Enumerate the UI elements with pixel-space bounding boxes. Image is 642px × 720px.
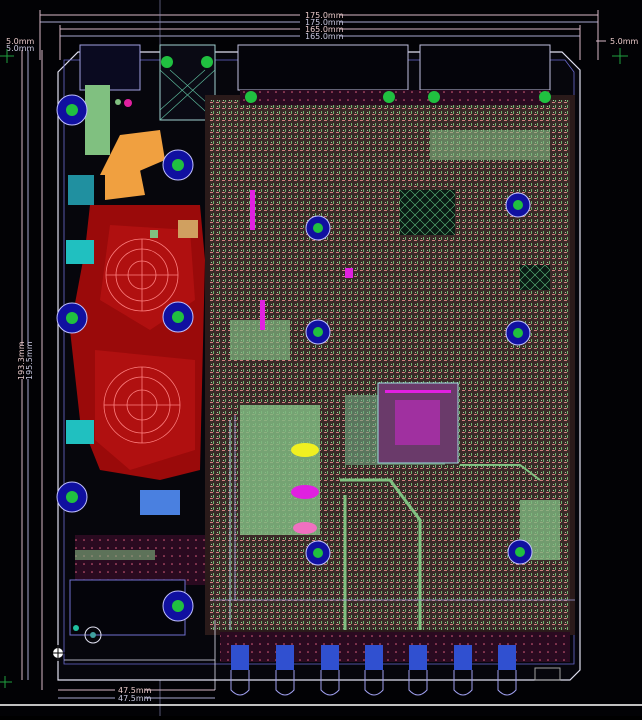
mounting-hole-icon bbox=[162, 149, 194, 181]
bottom-connectors bbox=[220, 632, 570, 696]
connector-icon bbox=[408, 645, 428, 696]
connector-icon bbox=[453, 645, 473, 696]
mounting-holes bbox=[56, 94, 533, 622]
dim-top-1: 175.0mm bbox=[305, 11, 344, 20]
mounting-hole-icon bbox=[56, 481, 88, 513]
connector-icon bbox=[497, 645, 517, 696]
inductor-icon bbox=[103, 238, 181, 444]
connector-icon bbox=[230, 645, 250, 696]
origin-crosshair-icon bbox=[0, 48, 628, 688]
mounting-hole-icon bbox=[505, 192, 531, 218]
dim-left-vertical-2: 195.5mm bbox=[25, 341, 34, 380]
mounting-hole-icon bbox=[162, 590, 194, 622]
dim-bottom-1: 47.5mm bbox=[118, 686, 152, 695]
aux-origin-icon bbox=[50, 645, 66, 661]
bottom-dimensions bbox=[0, 689, 642, 706]
dim-left-vertical-1: 193.3mm bbox=[17, 341, 26, 380]
dim-left-offset-1: 5.0mm bbox=[6, 37, 35, 46]
input-connector bbox=[79, 44, 165, 200]
connector-icon bbox=[320, 645, 340, 696]
mounting-hole-icon bbox=[305, 215, 331, 241]
mounting-hole-icon bbox=[305, 540, 331, 566]
connector-icon bbox=[275, 645, 295, 696]
power-section bbox=[66, 175, 205, 480]
top-connectors bbox=[237, 44, 551, 105]
mounting-hole-icon bbox=[505, 320, 531, 346]
dim-bottom-2: 47.5mm bbox=[118, 694, 152, 703]
mounting-hole-icon bbox=[507, 539, 533, 565]
dim-top-4: 165.0mm bbox=[305, 32, 344, 41]
digital-section bbox=[205, 95, 575, 635]
bga-chip bbox=[377, 382, 459, 464]
dim-top-3: 165.0mm bbox=[305, 25, 344, 34]
mounting-hole-icon bbox=[56, 94, 88, 126]
dim-right-offset: 5.0mm bbox=[610, 37, 639, 46]
mounting-hole-icon bbox=[305, 319, 331, 345]
connector-icon bbox=[364, 645, 384, 696]
mounting-hole-icon bbox=[162, 301, 194, 333]
left-bottom-connector bbox=[69, 490, 205, 636]
dim-top-2: 175.0mm bbox=[305, 18, 344, 27]
mounting-hole-icon bbox=[56, 302, 88, 334]
dim-left-offset-2: 5.0mm bbox=[6, 44, 35, 53]
